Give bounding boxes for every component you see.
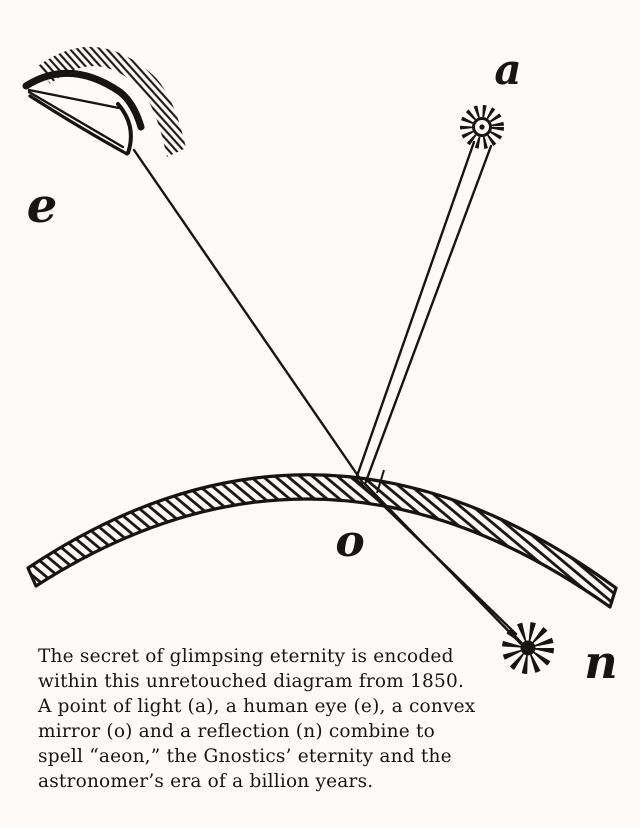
eye-icon bbox=[22, 69, 145, 156]
caption-line: astronomer’s era of a billion years. bbox=[38, 771, 374, 792]
eyebrow-icon bbox=[38, 46, 186, 157]
caption-line: mirror (o) and a reflection (n) combine … bbox=[38, 721, 435, 742]
caption: The secret of glimpsing eternity is enco… bbox=[38, 644, 476, 794]
ray-mirror-to-reflection-lower bbox=[364, 483, 526, 649]
ray-eye-to-mirror bbox=[132, 148, 365, 485]
light-rays bbox=[132, 140, 526, 649]
light-point-star-icon bbox=[460, 105, 504, 149]
caption-line: within this unretouched diagram from 185… bbox=[38, 671, 465, 692]
label-reflection: n bbox=[584, 635, 617, 689]
convex-mirror-arc bbox=[26, 469, 618, 609]
ray-light-to-mirror-left bbox=[354, 140, 476, 481]
label-eye: e bbox=[27, 178, 58, 234]
label-mirror: o bbox=[335, 516, 364, 567]
caption-line: A point of light (a), a human eye (e), a… bbox=[38, 696, 476, 717]
ray-light-to-mirror-right bbox=[363, 144, 493, 486]
caption-line: spell “aeon,” the Gnostics’ eternity and… bbox=[38, 746, 452, 767]
incidence-mark bbox=[376, 469, 385, 494]
caption-line: The secret of glimpsing eternity is enco… bbox=[38, 646, 454, 667]
reflection-star-icon bbox=[502, 622, 554, 674]
label-light-point: a bbox=[494, 45, 521, 94]
